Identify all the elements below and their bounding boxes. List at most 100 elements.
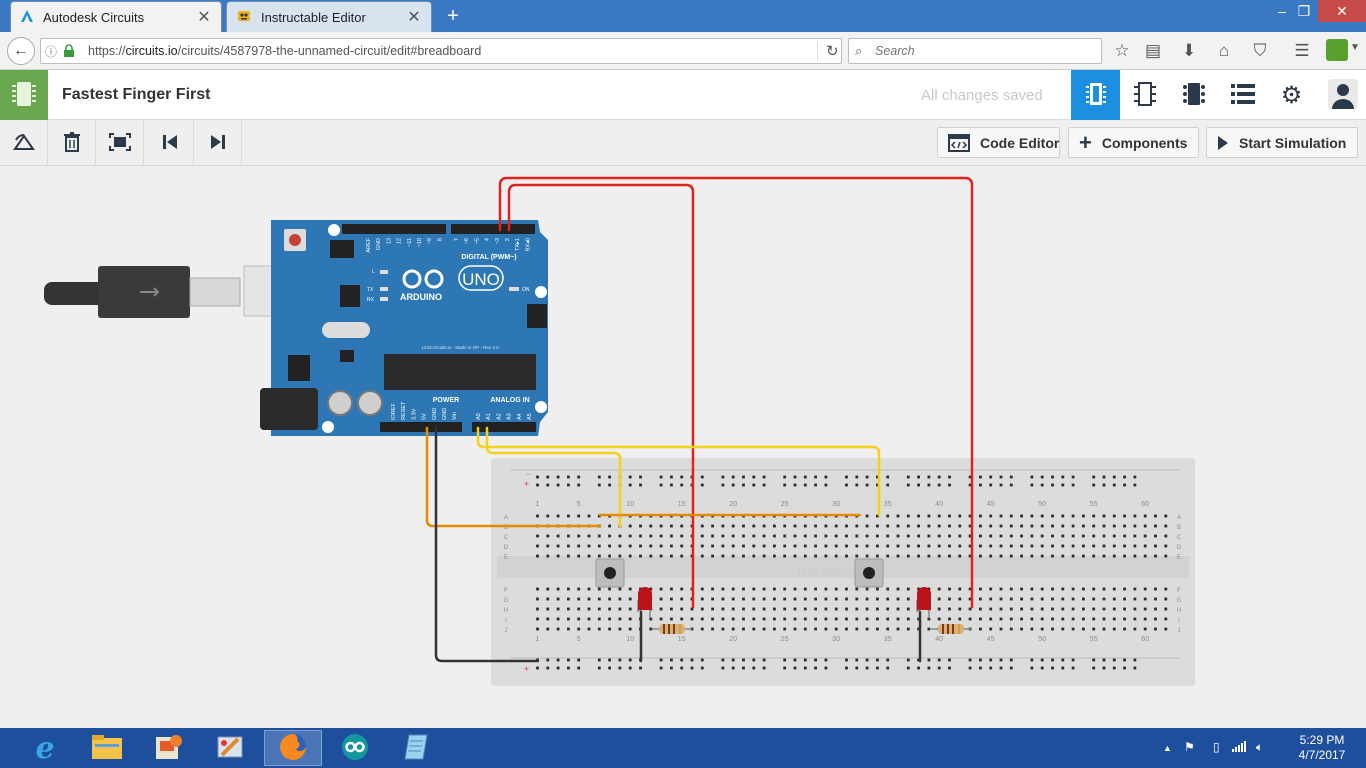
menu-icon[interactable]: ☰ [1294,41,1310,60]
circuit-title[interactable]: Fastest Finger First [62,86,211,103]
back-button[interactable]: ← [7,37,35,65]
battery-icon[interactable]: ▯ [1213,740,1220,754]
terminal-hole [968,514,972,518]
terminal-hole [700,587,704,591]
tab-close-icon[interactable]: ✕ [407,9,421,26]
tab-close-icon[interactable]: ✕ [197,9,211,26]
terminal-hole [1133,524,1137,528]
row-letter: A [1177,515,1181,521]
taskbar-media-center[interactable] [140,730,198,766]
terminal-hole [979,524,982,528]
start-simulation-button[interactable]: Start Simulation [1206,127,1358,158]
terminal-hole [1040,514,1044,518]
pcb-view-button[interactable] [1169,70,1218,120]
fit-to-screen-button[interactable] [96,120,144,166]
new-tab-button[interactable]: + [447,5,459,27]
extension-icon[interactable] [1326,39,1348,61]
volume-icon[interactable]: 🔈︎ [1256,740,1264,754]
downloads-icon[interactable]: ⬇ [1181,41,1197,60]
address-bar[interactable]: ⓘ https://circuits.io/circuits/4587978-t… [40,38,842,64]
user-avatar-button[interactable] [1318,70,1366,120]
show-hidden-icons-icon[interactable]: ▲ [1163,743,1172,753]
rail-hole [979,658,982,662]
resistor-1[interactable] [652,624,692,634]
close-window-button[interactable]: ✕ [1318,0,1366,22]
arduino-uno-board[interactable]: ARDUINO UNO DIGITAL (PWM~) POWER ANALOG … [260,220,548,436]
terminal-hole [1154,524,1157,528]
rail-hole [886,666,890,670]
terminal-hole [1082,607,1085,611]
taskbar-file-explorer[interactable] [78,730,136,766]
taskbar-internet-explorer[interactable]: e [16,730,74,766]
delete-button[interactable] [48,120,96,166]
info-icon[interactable]: ⓘ [45,45,58,59]
taskbar-notepad[interactable] [388,730,446,766]
components-button[interactable]: + Components [1068,127,1199,158]
reading-list-icon[interactable]: ▤ [1144,41,1162,60]
home-icon[interactable]: ⌂ [1218,41,1230,60]
terminal-hole [814,534,817,538]
breadboard-view-button[interactable] [1071,70,1120,120]
push-button-2[interactable] [854,558,884,588]
tab-autodesk-circuits[interactable]: Autodesk Circuits ✕ [10,1,222,32]
led-2[interactable] [916,587,931,618]
pin-label: GND [442,408,448,420]
terminal-hole [731,544,735,548]
rail-hole [1102,658,1106,662]
terminal-hole [814,617,817,621]
network-signal-icon[interactable] [1232,740,1246,755]
terminal-hole [597,534,601,538]
action-center-flag-icon[interactable]: ⚑ [1184,740,1195,754]
extension-dropdown-icon[interactable]: ▼ [1350,42,1360,53]
resistor-2[interactable] [931,624,971,634]
terminal-hole [906,607,910,611]
terminal-hole [948,554,951,558]
rail-hole [1030,666,1034,670]
code-editor-button[interactable]: Code Editor [937,127,1060,158]
terminal-hole [1061,524,1065,528]
minimize-button[interactable]: – [1278,3,1286,19]
app-logo-button[interactable] [0,70,48,120]
yellow-wire-2[interactable] [476,426,881,517]
breadboard-canvas[interactable]: ARDUINO UNO DIGITAL (PWM~) POWER ANALOG … [0,166,1366,728]
terminal-hole [1123,534,1126,538]
yellow-wire-1[interactable] [485,426,622,528]
terminal-hole [1009,607,1013,611]
undo-button[interactable] [146,120,194,166]
rail-hole [1071,483,1075,487]
rail-hole [546,666,550,670]
rail-hole [700,475,704,479]
taskbar-paint-app[interactable] [202,730,260,766]
led-1[interactable] [637,587,652,618]
red-wire-1[interactable] [507,183,695,609]
push-button-1[interactable] [595,558,625,588]
settings-button[interactable]: ⚙ [1267,70,1316,120]
terminal-hole [1082,514,1085,518]
rotate-button[interactable] [0,120,48,166]
terminal-hole [587,627,591,631]
black-wire[interactable] [434,426,540,663]
pocket-icon[interactable]: ⛉ [1253,41,1267,60]
search-input[interactable]: ⌕ Search [848,38,1102,64]
terminal-hole [1051,554,1054,558]
orange-wire[interactable] [425,426,602,528]
search-placeholder: Search [875,44,915,58]
maximize-button[interactable]: ❐ [1297,3,1311,19]
tab-instructable-editor[interactable]: Instructable Editor ✕ [226,1,432,32]
taskbar-arduino-ide[interactable] [326,730,384,766]
reload-icon[interactable]: ↻ [817,42,839,60]
bookmark-star-icon[interactable]: ☆ [1114,41,1130,60]
redo-button[interactable] [194,120,242,166]
taskbar-firefox[interactable] [264,730,322,766]
component-list-button[interactable] [1218,70,1267,120]
column-number: 55 [1090,501,1098,508]
red-wire-2[interactable] [498,176,974,609]
terminal-hole [1112,554,1116,558]
terminal-hole [608,534,611,538]
system-clock[interactable]: 5:29 PM 4/7/2017 [1284,733,1360,763]
schematic-view-button[interactable] [1120,70,1169,120]
terminal-hole [762,587,766,591]
terminal-hole [979,554,982,558]
terminal-hole [896,607,900,611]
terminal-hole [649,554,653,558]
